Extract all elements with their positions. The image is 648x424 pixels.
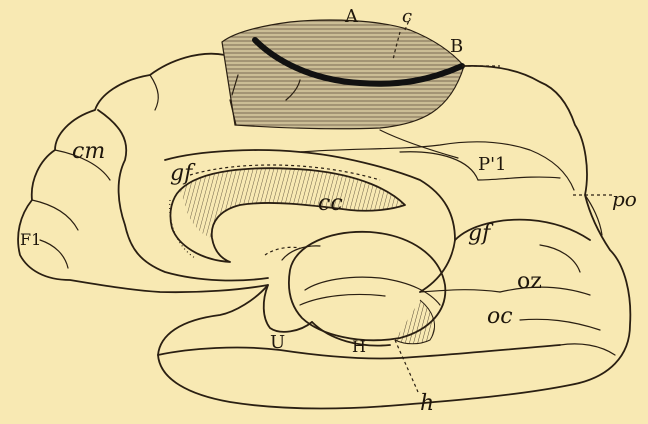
label-c: c: [402, 6, 412, 27]
label-po: po: [612, 187, 637, 211]
callosum-striations: [180, 168, 405, 238]
label-gf-upper: gf: [170, 161, 196, 186]
label-F1: F1: [20, 230, 41, 249]
label-P1: P'1: [478, 154, 507, 175]
label-oz: oz: [517, 269, 542, 294]
shaded-region: [222, 20, 464, 129]
label-A: A: [344, 6, 359, 27]
label-cm: cm: [72, 139, 105, 164]
label-U: U: [270, 332, 285, 353]
label-B: B: [450, 36, 463, 57]
label-cc: cc: [318, 191, 343, 216]
label-gf-lower: gf: [468, 221, 494, 246]
label-H: H: [352, 337, 366, 356]
label-oc: oc: [487, 304, 513, 329]
label-h: h: [420, 391, 434, 416]
